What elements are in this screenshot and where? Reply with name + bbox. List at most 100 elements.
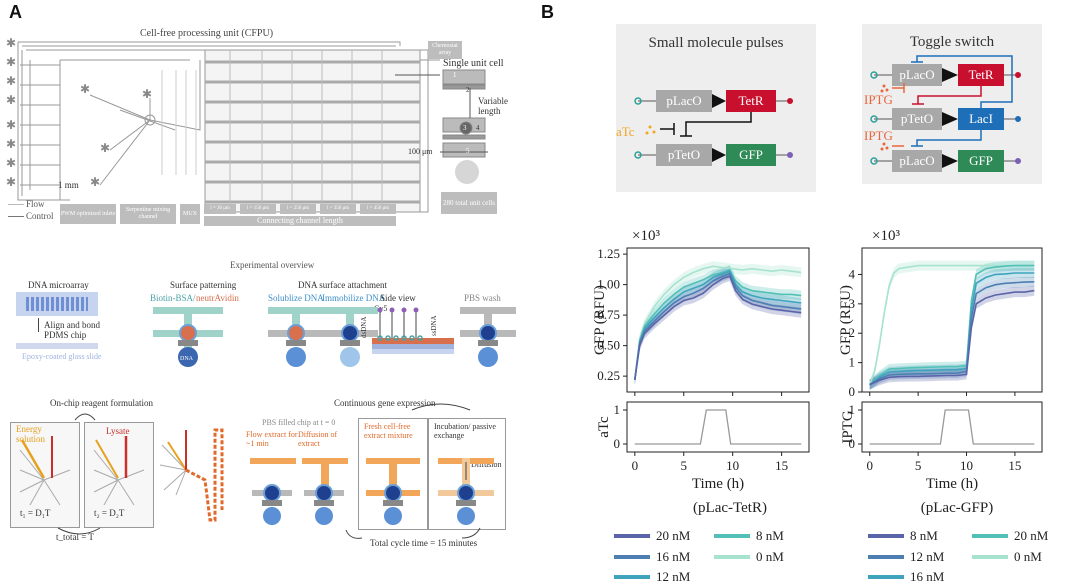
chart1-legend-label-8: 8 nM xyxy=(756,528,784,543)
fresh-extract-label: Fresh cell-free extract mixture xyxy=(364,422,413,440)
flow-extract-label: Flow extract for ~1 min xyxy=(246,430,298,448)
channel-array xyxy=(204,49,440,213)
solublize-label: Solublize DNA xyxy=(268,293,324,303)
chart-2 xyxy=(858,247,1043,456)
bond-arrow xyxy=(38,318,39,332)
reagent-box-1 xyxy=(10,422,80,528)
chart2-ylabel: GFP (RFU) xyxy=(838,285,854,355)
chart2-input-trace xyxy=(869,409,1035,445)
chart2-input-ytick-label: 1 xyxy=(849,402,856,417)
chart1-band-8-nM xyxy=(634,264,802,385)
chart1-input-ytick-label: 1 xyxy=(614,402,621,417)
chart2-series-8-nM xyxy=(869,289,1035,386)
chart2-ytick-label: 1 xyxy=(849,355,856,370)
chart1-legend-item-20: 20 nM xyxy=(614,528,690,544)
svg-text:✱: ✱ xyxy=(6,74,16,88)
legend-control: Control xyxy=(26,211,54,221)
svg-text:✱: ✱ xyxy=(6,137,16,151)
svg-text:✱: ✱ xyxy=(142,87,152,101)
pulses-ptet: pTetO xyxy=(656,144,712,166)
chart1-input-trace xyxy=(634,409,802,445)
chart1-band-0-nM xyxy=(634,261,802,385)
chart1-legend-title: (pLac-TetR) xyxy=(693,500,767,516)
pbs-filled-label: PBS filled chip at t = 0 xyxy=(262,418,336,427)
reagent-fans xyxy=(19,413,224,535)
toggle-circuit-box: Toggle switch pLacO TetR pTetO LacI pLac… xyxy=(862,24,1042,184)
chart2-exponent: ×10³ xyxy=(872,228,900,244)
neutravidin-label: neutrAvidin xyxy=(196,293,239,303)
chart2-frame xyxy=(861,247,1043,393)
lysate-label: Lysate xyxy=(106,426,130,436)
chart2-ytick-label: 4 xyxy=(849,266,856,281)
svg-text:✱: ✱ xyxy=(80,82,90,96)
chart2-input-ytick-label: 0 xyxy=(849,436,856,451)
chart2-input-label: IPTG xyxy=(840,410,856,444)
gene-expr-title: Continuous gene expression xyxy=(334,398,436,408)
cycle-time-label: Total cycle time = 15 minutes xyxy=(370,538,478,548)
energy-label: Energy solution xyxy=(16,424,46,444)
pulses-title: Small molecule pulses xyxy=(648,35,784,51)
length-box-2: l = 150 μm xyxy=(240,204,276,214)
pulses-placo: pLacO xyxy=(656,90,712,112)
chart1-xtick-label: 0 xyxy=(632,458,639,473)
variable-length-label: Variable length xyxy=(478,96,508,116)
microarray-spots xyxy=(26,297,88,311)
svg-text:✱: ✱ xyxy=(6,156,16,170)
chart2-band-20-nM xyxy=(869,260,1035,390)
length-box-1: l = 30 μm xyxy=(204,204,236,214)
chart1-xtick-label: 5 xyxy=(681,458,688,473)
connecting-length-box: Connecting channel length xyxy=(204,216,396,226)
chart2-series-16-nM xyxy=(869,272,1035,386)
reagent-title: On-chip reagent formulation xyxy=(50,398,153,408)
toggle-tetr: TetR xyxy=(958,64,1004,86)
pulses-tetr: TetR xyxy=(726,90,776,112)
cfpu-title: Cell-free processing unit (CFPU) xyxy=(140,28,274,39)
attachment-label: DNA surface attachment xyxy=(298,280,387,290)
incubation-label: Incubation/ passive exchange xyxy=(434,422,496,440)
svg-text:✱: ✱ xyxy=(100,141,110,155)
chart2-series-0-nM xyxy=(868,264,1035,385)
chart1-exponent: ×10³ xyxy=(632,228,660,244)
svg-text:✱: ✱ xyxy=(6,175,16,189)
toggle-gfp: GFP xyxy=(958,150,1004,172)
single-unit-label: Single unit cell xyxy=(443,58,504,69)
chart1-legend-item-16: 16 nM xyxy=(614,549,690,565)
chart1-legend-item-12: 12 nM xyxy=(614,569,690,585)
chart2-legend-item-20: 20 nM xyxy=(972,528,1048,544)
inlet-markers: ✱ ✱ ✱ ✱ ✱ ✱ ✱ ✱ ✱ ✱ ✱ ✱ xyxy=(6,36,152,189)
diffusion-label: Diffusion xyxy=(471,460,502,469)
chart1-ytick-label: 1.00 xyxy=(597,277,620,292)
overview-title: Experimental overview xyxy=(230,260,315,270)
length-box-3: l = 250 μm xyxy=(280,204,316,214)
toggle-laci: LacI xyxy=(958,108,1004,130)
chart2-input-frame xyxy=(861,401,1043,453)
side-view-diagram: dsDNA ssDNA xyxy=(360,307,454,354)
ge-valve-2 xyxy=(302,458,348,525)
chart1-ytick-label: 0.50 xyxy=(597,338,620,353)
pwm-box: PWM optimized inlets xyxy=(60,204,116,224)
chart1-ylabel: GFP (RFU) xyxy=(592,285,608,355)
serpentine-box: Serpentine mixing channel xyxy=(120,204,176,224)
panel-label-b: B xyxy=(541,2,554,22)
toggle-placo-2: pLacO xyxy=(892,150,942,172)
chart2-xlabel: Time (h) xyxy=(926,476,978,492)
valve-pbs xyxy=(460,307,516,367)
dsdna-text: dsDNA xyxy=(360,317,368,338)
t2-label: t₂ = D₂T xyxy=(94,508,125,518)
chart-1 xyxy=(623,247,810,456)
chart1-xtick-label: 15 xyxy=(775,458,788,473)
length-box-5: l = 450 μm xyxy=(360,204,396,214)
microarray-label: DNA microarray xyxy=(28,280,89,290)
chart2-band-8-nM xyxy=(869,285,1035,390)
chart1-band-12-nM xyxy=(634,266,802,385)
glass-slide xyxy=(16,343,98,349)
pulses-gfp: GFP xyxy=(726,144,776,166)
chart1-legend-label-0: 0 nM xyxy=(756,549,784,564)
chart2-ytick-label: 2 xyxy=(849,325,856,340)
fresh-extract-box xyxy=(358,418,428,530)
svg-text:✱: ✱ xyxy=(6,55,16,69)
dna-text: DNA xyxy=(180,356,194,362)
pulses-wiring xyxy=(634,94,793,162)
chart1-input-ytick-label: 0 xyxy=(614,436,621,451)
chart1-legend-item-8: 8 nM xyxy=(714,528,784,544)
